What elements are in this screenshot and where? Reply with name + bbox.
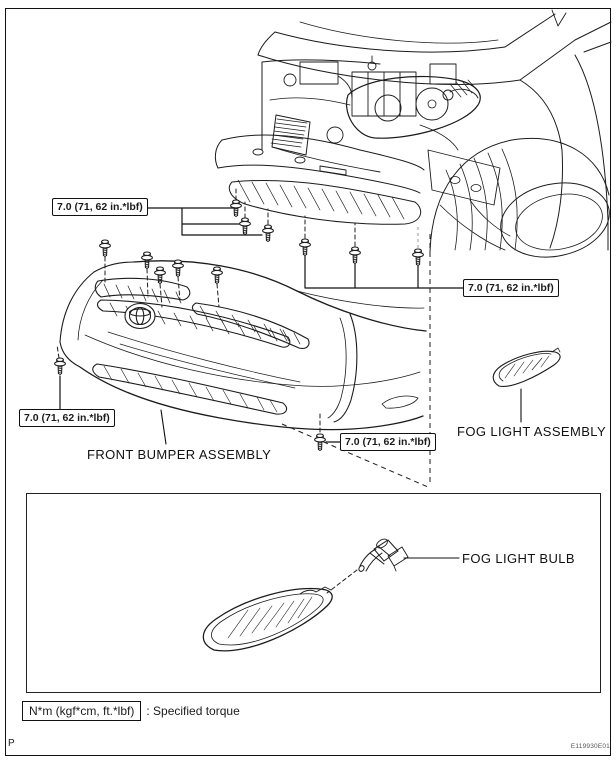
figure-code: E119930E01 — [570, 743, 610, 750]
fog-light-bulb-label: FOG LIGHT BULB — [462, 551, 575, 566]
torque-spec-label: 7.0 (71, 62 in.*lbf) — [19, 409, 115, 427]
page-border — [5, 8, 611, 756]
bolt-icon — [349, 246, 361, 264]
bolt-icon — [211, 266, 223, 284]
detail-frame — [26, 493, 601, 693]
callout-connector-lines — [59, 207, 464, 443]
fog-light-assembly-label: FOG LIGHT ASSEMBLY — [457, 424, 607, 439]
bolt-icon — [141, 251, 153, 269]
torque-spec-label: 7.0 (71, 62 in.*lbf) — [340, 433, 436, 451]
vehicle-front-illustration — [214, 9, 612, 258]
torque-spec-label: 7.0 (71, 62 in.*lbf) — [52, 198, 148, 216]
bolt-icon — [239, 217, 251, 235]
bolt-icon — [172, 259, 184, 277]
bolt-icon — [99, 239, 111, 257]
bolt-icon — [262, 224, 274, 242]
leader-lines — [160, 388, 522, 559]
bolt-icon — [299, 238, 311, 256]
front-bumper-illustration — [59, 260, 427, 431]
front-bumper-assembly-label: FRONT BUMPER ASSEMBLY — [87, 447, 272, 462]
fog-light-detail-illustration — [202, 586, 333, 652]
page-marker: P — [8, 738, 15, 749]
torque-spec-label: 7.0 (71, 62 in.*lbf) — [463, 279, 559, 297]
fog-light-assembly-illustration — [492, 347, 561, 387]
torque-unit-box: N*m (kgf*cm, ft.*lbf) — [22, 701, 142, 721]
bolt-icon — [54, 357, 66, 375]
fog-light-bulb-illustration — [358, 538, 409, 572]
toyota-emblem-icon — [124, 302, 156, 330]
torque-legend-description: : Specified torque — [146, 704, 240, 718]
torque-legend: N*m (kgf*cm, ft.*lbf) : Specified torque — [22, 701, 240, 721]
assembly-dashed-lines — [56, 185, 358, 594]
bolt-icon — [412, 248, 424, 266]
